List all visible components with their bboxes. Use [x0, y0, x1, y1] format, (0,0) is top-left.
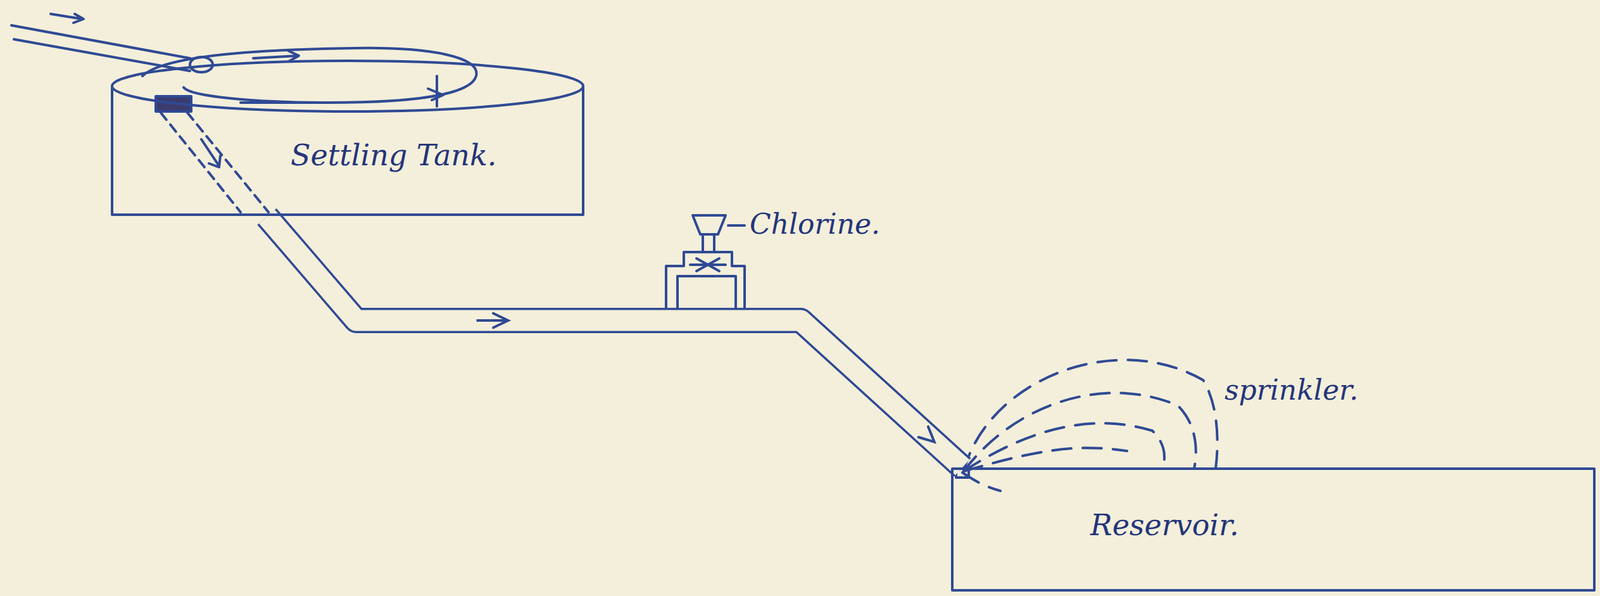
inlet-pipe [11, 25, 190, 59]
spray [962, 359, 1218, 491]
node-label: Reservoir. [1090, 509, 1240, 542]
swirl-path [240, 101, 330, 104]
reservoir-box: Reservoir. [951, 467, 1596, 592]
sprinkler-label: sprinkler. [1222, 374, 1361, 406]
node-outline [110, 44, 586, 217]
chlorine-feed [702, 234, 715, 252]
node-label: Settling Tank. [290, 139, 497, 172]
node-outline [951, 467, 1596, 592]
flow-arrow [201, 139, 221, 168]
settling-tank: Settling Tank. [110, 44, 586, 217]
chlorine-label: Chlorine. [747, 208, 883, 240]
hidden-pipe [187, 112, 269, 213]
pipe [267, 216, 964, 468]
baffle [428, 75, 444, 107]
flow-arrow [50, 13, 84, 23]
swirl-path [142, 48, 477, 103]
chlorine-valve [690, 258, 726, 271]
chlorine-funnel [692, 215, 726, 235]
leader-line [728, 224, 745, 227]
flow-arrow [253, 50, 299, 62]
